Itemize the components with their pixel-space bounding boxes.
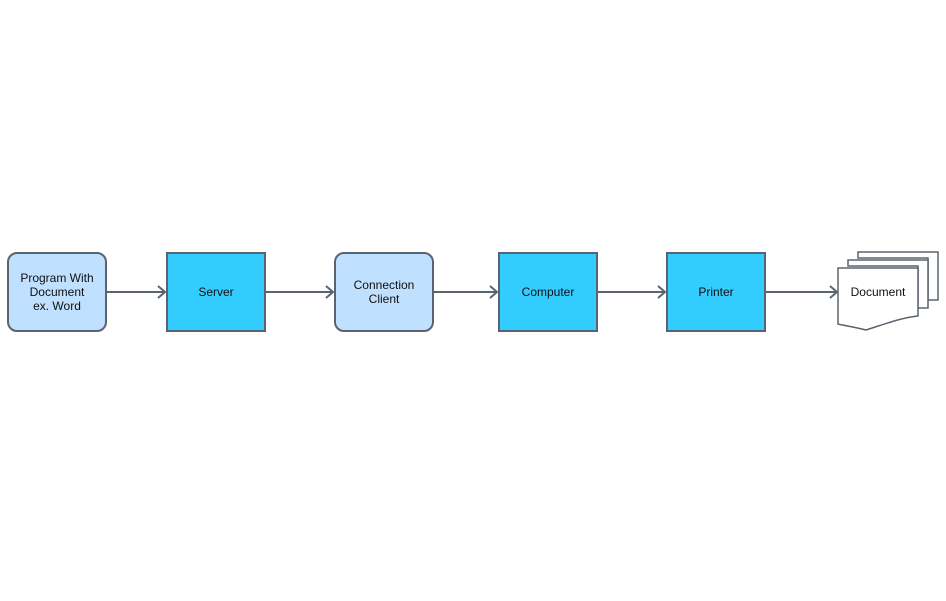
server-node[interactable]: Server: [166, 252, 266, 332]
connector-printer-to-document: [766, 285, 839, 299]
computer-node[interactable]: Computer: [498, 252, 598, 332]
server-node-label: Server: [198, 285, 234, 299]
program-node[interactable]: Program With Document ex. Word: [7, 252, 107, 332]
printer-node-label: Printer: [698, 285, 734, 299]
connector-program-to-server: [107, 285, 167, 299]
program-node-label: Program With Document ex. Word: [20, 271, 94, 313]
connection-client-node[interactable]: Connection Client: [334, 252, 434, 332]
connector-computer-to-printer: [598, 285, 667, 299]
document-stack-icon: [837, 251, 939, 331]
connector-server-to-connection-client: [266, 285, 335, 299]
document-page-front: [837, 267, 919, 331]
connection-client-node-label: Connection Client: [353, 278, 415, 306]
computer-node-label: Computer: [521, 285, 575, 299]
printer-node[interactable]: Printer: [666, 252, 766, 332]
connector-connection-client-to-computer: [434, 285, 499, 299]
